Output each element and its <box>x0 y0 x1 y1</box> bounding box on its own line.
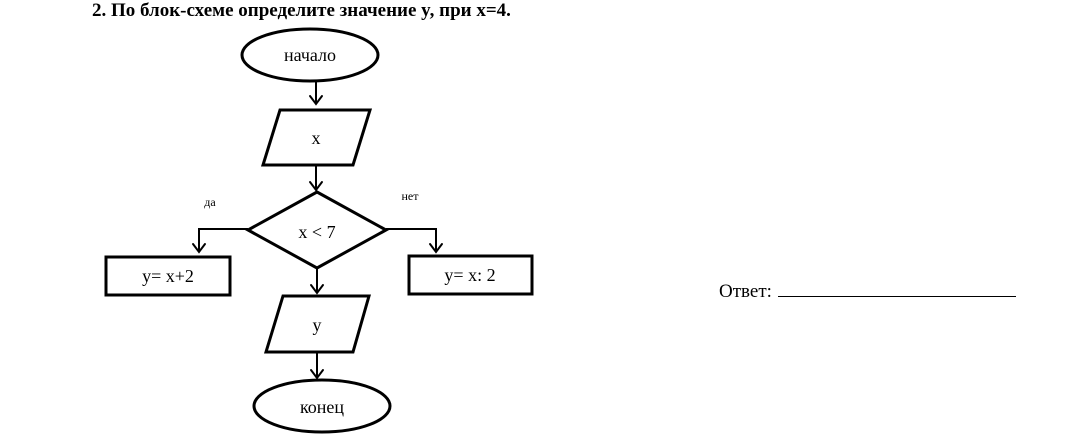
arrowhead-input-decision <box>309 181 323 192</box>
answer-blank-field[interactable] <box>777 278 1016 297</box>
end-label: конец <box>300 397 344 417</box>
arrowhead-start-input <box>309 95 323 106</box>
yes-action-box <box>104 255 232 297</box>
answer-label: Ответ: <box>719 281 772 302</box>
answer-line: Ответ: <box>719 278 1016 303</box>
output-label: y <box>313 315 322 335</box>
input-parallelogram <box>260 108 373 167</box>
no-branch-label: нет <box>402 189 420 203</box>
yes-branch-label: да <box>204 195 216 209</box>
connector-yes-branch <box>198 228 248 252</box>
arrowhead-decision-output <box>310 284 324 295</box>
no-action-label: y= x: 2 <box>444 265 495 285</box>
no-action-box <box>407 254 534 296</box>
end-terminal <box>252 378 392 434</box>
arrowhead-output-end <box>310 369 324 380</box>
start-terminal <box>240 27 380 83</box>
arrowhead-yes-branch <box>192 243 206 254</box>
arrowhead-no-branch <box>429 243 443 254</box>
output-parallelogram <box>263 294 371 354</box>
input-label: x <box>312 128 321 148</box>
decision-label: x < 7 <box>298 222 335 242</box>
start-label: начало <box>284 45 336 65</box>
yes-action-label: y= x+2 <box>142 266 194 286</box>
connector-no-branch <box>386 228 437 252</box>
question-text: 2. По блок-схеме определите значение y, … <box>92 0 511 21</box>
